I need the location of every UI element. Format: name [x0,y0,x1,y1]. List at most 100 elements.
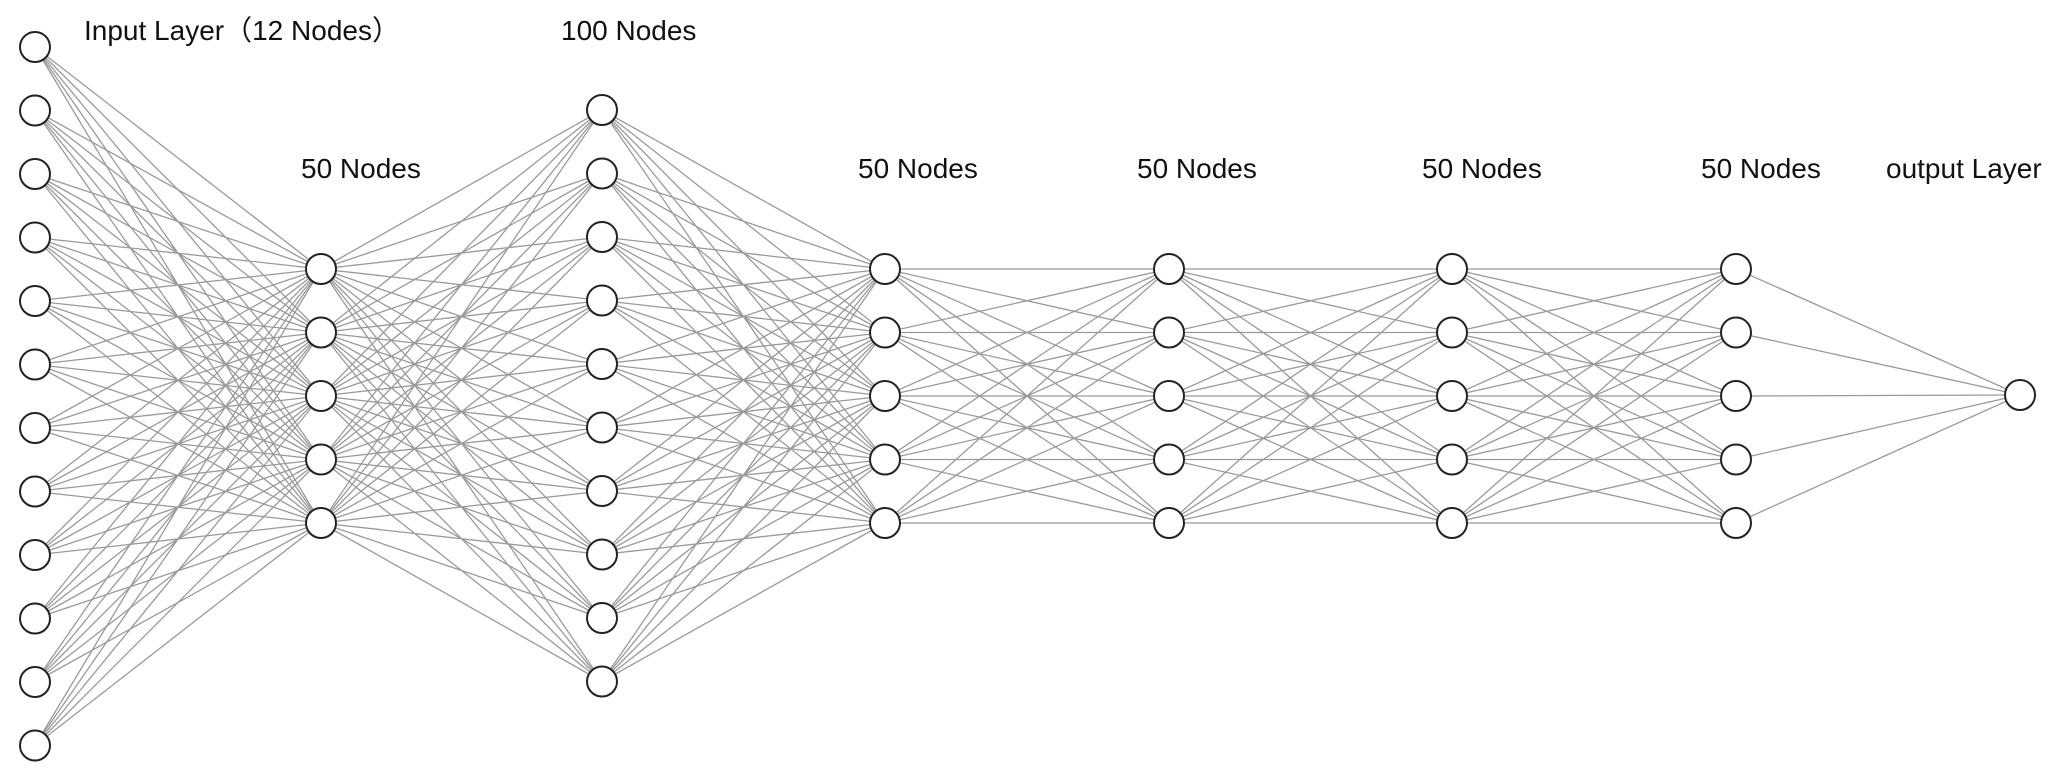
node-layer-0-8 [19,539,51,571]
node-layer-2-8 [586,602,618,634]
layer-label-hidden-4: 50 Nodes [1137,153,1257,184]
edge-l2-n9-to-n0 [601,268,886,682]
edge-l0-n0-to-n0 [34,46,322,270]
edge-l5-n2-to-n0 [1451,268,1737,397]
edge-l5-n4-to-n0 [1451,268,1737,524]
edge-l1-n4-to-n1 [320,173,603,524]
edge-l4-n4-to-n1 [1168,331,1453,524]
node-layer-2-4 [586,348,618,380]
edge-l2-n9-to-n4 [601,522,886,683]
edge-l4-n2-to-n0 [1168,268,1453,397]
node-layer-1-0 [305,253,337,285]
edge-l1-n4-to-n5 [320,426,603,524]
edge-l0-n10-to-n0 [34,268,322,683]
edge-l0-n3-to-n0 [34,236,322,270]
layer-label-hidden-2: 100 Nodes [561,15,696,46]
edge-l1-n4-to-n3 [320,299,603,524]
layer-label-hidden-3: 50 Nodes [858,153,978,184]
node-layer-2-9 [586,665,618,698]
edge-l0-n8-to-n0 [34,268,322,556]
node-layer-0-4 [19,285,51,317]
node-layer-6-4 [1720,507,1752,539]
edge-l0-n11-to-n4 [34,522,322,747]
edge-l2-n9-to-n2 [601,395,886,682]
edge-l2-n7-to-n0 [601,268,886,555]
edge-l3-n4-to-n1 [884,331,1170,524]
edge-l4-n1-to-n0 [1168,268,1453,334]
edge-l5-n4-to-n1 [1451,331,1737,524]
node-layer-0-6 [19,412,51,444]
edge-l0-n11-to-n3 [34,459,322,746]
node-layer-3-1 [869,316,901,349]
node-layer-5-0 [1436,253,1468,285]
edge-l0-n9-to-n0 [34,268,322,619]
edge-l3-n4-to-n0 [884,268,1170,524]
edge-l2-n9-to-n1 [601,332,886,682]
edge-l0-n1-to-n0 [34,109,322,270]
node-layer-1-3 [305,443,337,476]
node-layer-0-5 [19,348,51,381]
node-layer-1-2 [305,380,337,412]
node-layer-5-1 [1436,316,1468,349]
edge-l3-n1-to-n0 [884,268,1170,334]
node-layer-0-11 [19,729,51,762]
edge-l2-n5-to-n0 [601,268,886,429]
node-layer-4-0 [1153,253,1185,285]
edge-l0-n11-to-n0 [34,268,322,746]
node-layer-6-3 [1720,443,1752,476]
node-layer-0-9 [19,602,51,635]
edge-l0-n7-to-n0 [34,268,322,493]
node-layer-2-6 [586,475,618,507]
edge-l3-n2-to-n0 [884,268,1170,397]
edge-l6-n3-to-n0 [1735,394,2021,461]
edge-l6-n2-to-n0 [1735,394,2021,397]
node-layer-0-2 [19,158,51,190]
node-layer-5-2 [1436,380,1468,412]
node-layer-5-3 [1436,443,1468,476]
network-nodes [19,31,2036,762]
layer-label-output: output Layer [1886,153,2042,184]
layer-label-hidden-1: 50 Nodes [301,153,421,184]
edge-l2-n3-to-n0 [601,268,886,302]
edge-l1-n4-to-n2 [320,236,603,524]
edge-l5-n4-to-n2 [1451,395,1737,524]
node-layer-3-4 [869,507,901,539]
edge-l5-n4-to-n3 [1451,458,1737,524]
node-layer-2-2 [586,221,618,253]
layer-label-hidden-5: 50 Nodes [1422,153,1542,184]
node-layer-3-0 [869,253,901,285]
edge-l1-n4-to-n9 [320,522,603,683]
edge-l6-n4-to-n0 [1735,394,2021,524]
node-layer-7-0 [2004,379,2036,411]
edge-l2-n9-to-n3 [601,458,886,683]
node-layer-1-4 [305,507,337,539]
edge-l2-n0-to-n0 [601,109,886,270]
edge-l1-n4-to-n4 [320,363,603,524]
node-layer-4-3 [1153,443,1185,476]
edge-l3-n4-to-n2 [884,395,1170,524]
node-layer-2-1 [586,157,618,190]
edge-l1-n1-to-n0 [320,109,603,334]
edge-l0-n5-to-n0 [34,268,322,366]
edge-l4-n4-to-n0 [1168,268,1453,524]
node-layer-2-5 [586,411,618,444]
edge-l2-n4-to-n0 [601,268,886,365]
node-layer-3-3 [869,443,901,476]
node-layer-1-1 [305,316,337,349]
node-layer-2-0 [586,94,618,126]
edge-l2-n1-to-n0 [601,172,886,270]
layer-labels: Input Layer（12 Nodes） 50 Nodes 100 Nodes… [84,15,2042,184]
node-layer-0-0 [19,31,51,63]
edge-l0-n6-to-n0 [34,268,322,429]
edge-l5-n3-to-n0 [1451,268,1737,461]
edge-l1-n0-to-n0 [320,109,603,270]
edge-l1-n3-to-n0 [320,109,603,460]
edge-l2-n2-to-n0 [601,236,886,270]
edge-l0-n4-to-n0 [34,268,322,302]
edge-l4-n4-to-n2 [1168,395,1453,524]
edge-l3-n3-to-n0 [884,268,1170,461]
edge-l0-n2-to-n0 [34,173,322,270]
node-layer-2-3 [586,284,618,317]
node-layer-0-10 [19,666,51,698]
